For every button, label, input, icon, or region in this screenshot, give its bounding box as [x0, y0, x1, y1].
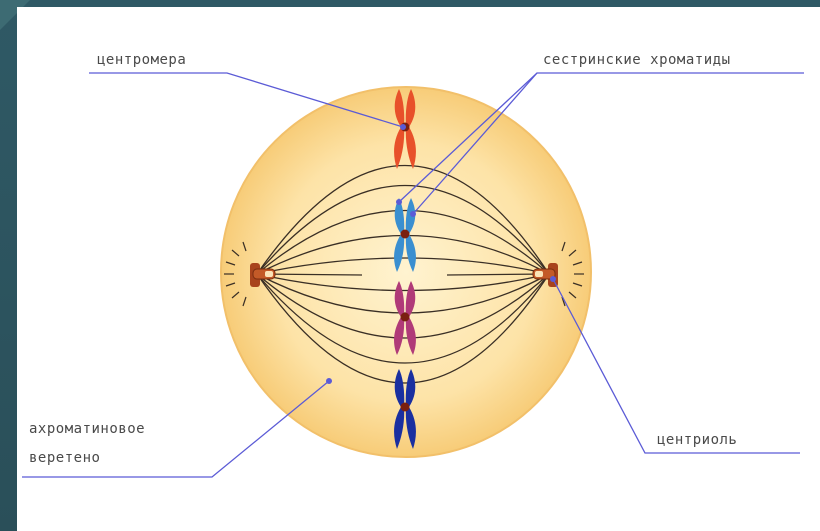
label-spindle-line2: веретено [29, 450, 100, 466]
label-spindle-line1: ахроматиновое [29, 421, 145, 437]
diagram-slide: центромера сестринские хроматиды ахромат… [17, 7, 820, 531]
label-sister-chromatids: сестринские хроматиды [543, 52, 731, 68]
label-centriole: центриоль [657, 432, 737, 448]
label-centromere: центромера [97, 52, 186, 68]
mitosis-diagram [17, 7, 820, 531]
